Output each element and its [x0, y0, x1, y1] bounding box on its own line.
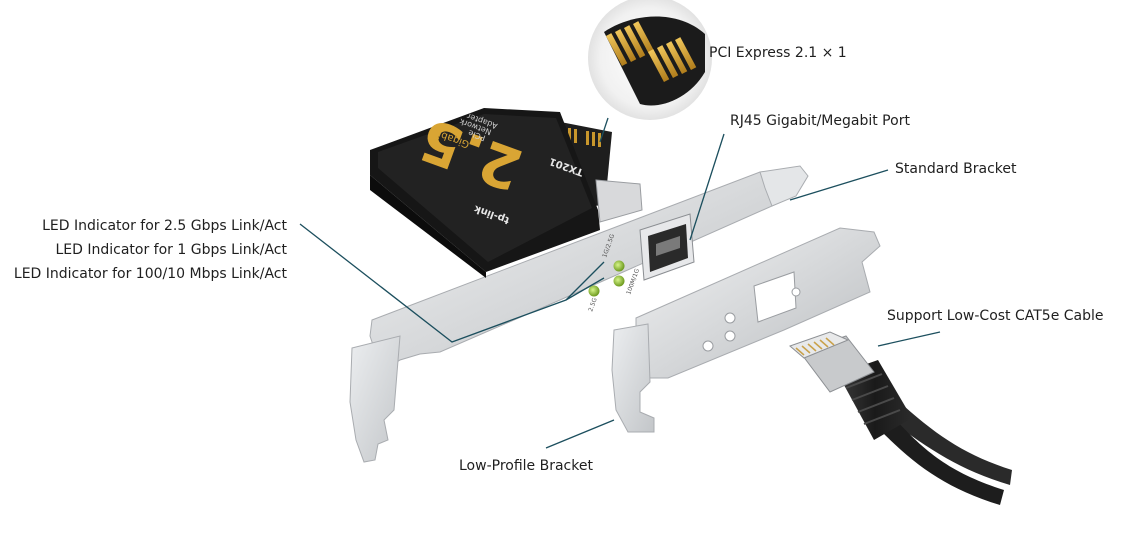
led-2-5g	[613, 260, 625, 272]
label-led-1g: LED Indicator for 1 Gbps Link/Act	[55, 242, 287, 258]
bracket-speed-label-mid: 100M/1G	[625, 267, 641, 295]
leader-cable	[877, 331, 941, 347]
heatsink-face	[378, 114, 592, 262]
rj45-plug-contacts	[795, 337, 835, 356]
rj45-port	[595, 179, 695, 281]
standard-bracket-top-ear	[759, 165, 809, 207]
leader-led-2	[565, 261, 605, 301]
label-led-2-5g: LED Indicator for 2.5 Gbps Link/Act	[42, 218, 287, 234]
leader-standard-bracket	[789, 169, 889, 201]
cable-jacket	[890, 406, 1012, 485]
low-profile-bracket-port-cutout	[753, 271, 797, 323]
label-support-cable: Support Low-Cost CAT5e Cable	[887, 308, 1104, 324]
ethernet-cable	[789, 331, 1012, 505]
zoom-gold-fingers	[606, 21, 697, 83]
leader-lines	[299, 117, 941, 449]
standard-bracket-tab	[349, 335, 401, 463]
label-pcie: PCI Express 2.1 × 1	[709, 45, 847, 61]
led-100m	[588, 285, 600, 297]
bracket-speed-label-low: 2.5G	[587, 297, 599, 313]
low-profile-bracket-led-hole-2	[724, 330, 736, 342]
led-1g	[613, 275, 625, 287]
label-led-100m: LED Indicator for 100/10 Mbps Link/Act	[13, 266, 287, 282]
label-low-profile-bracket: Low-Profile Bracket	[459, 458, 593, 474]
network-card: 2.5 Gigabit PCIe Network Adapter TX201 t…	[370, 105, 612, 278]
leader-pcie	[599, 117, 609, 143]
rj45-plug-tip	[789, 331, 850, 359]
low-profile-bracket-led-hole-1	[724, 312, 736, 324]
heatsink-side	[370, 175, 486, 278]
cable-boot-ribs	[845, 373, 901, 425]
low-profile-bracket-screw-hole	[791, 287, 801, 297]
cable-jacket-2	[880, 420, 1004, 505]
leader-low-profile	[545, 419, 615, 449]
leader-rj45	[689, 133, 725, 241]
label-rj45: RJ45 Gigabit/Megabit Port	[730, 113, 910, 129]
low-profile-bracket	[611, 227, 881, 433]
low-profile-bracket-tab	[611, 323, 655, 433]
leader-led	[299, 223, 605, 343]
label-standard-bracket: Standard Bracket	[895, 161, 1017, 177]
standard-bracket	[349, 165, 809, 463]
pcie-zoom-callout	[588, 0, 712, 120]
low-profile-bracket-led-hole-3	[702, 340, 714, 352]
